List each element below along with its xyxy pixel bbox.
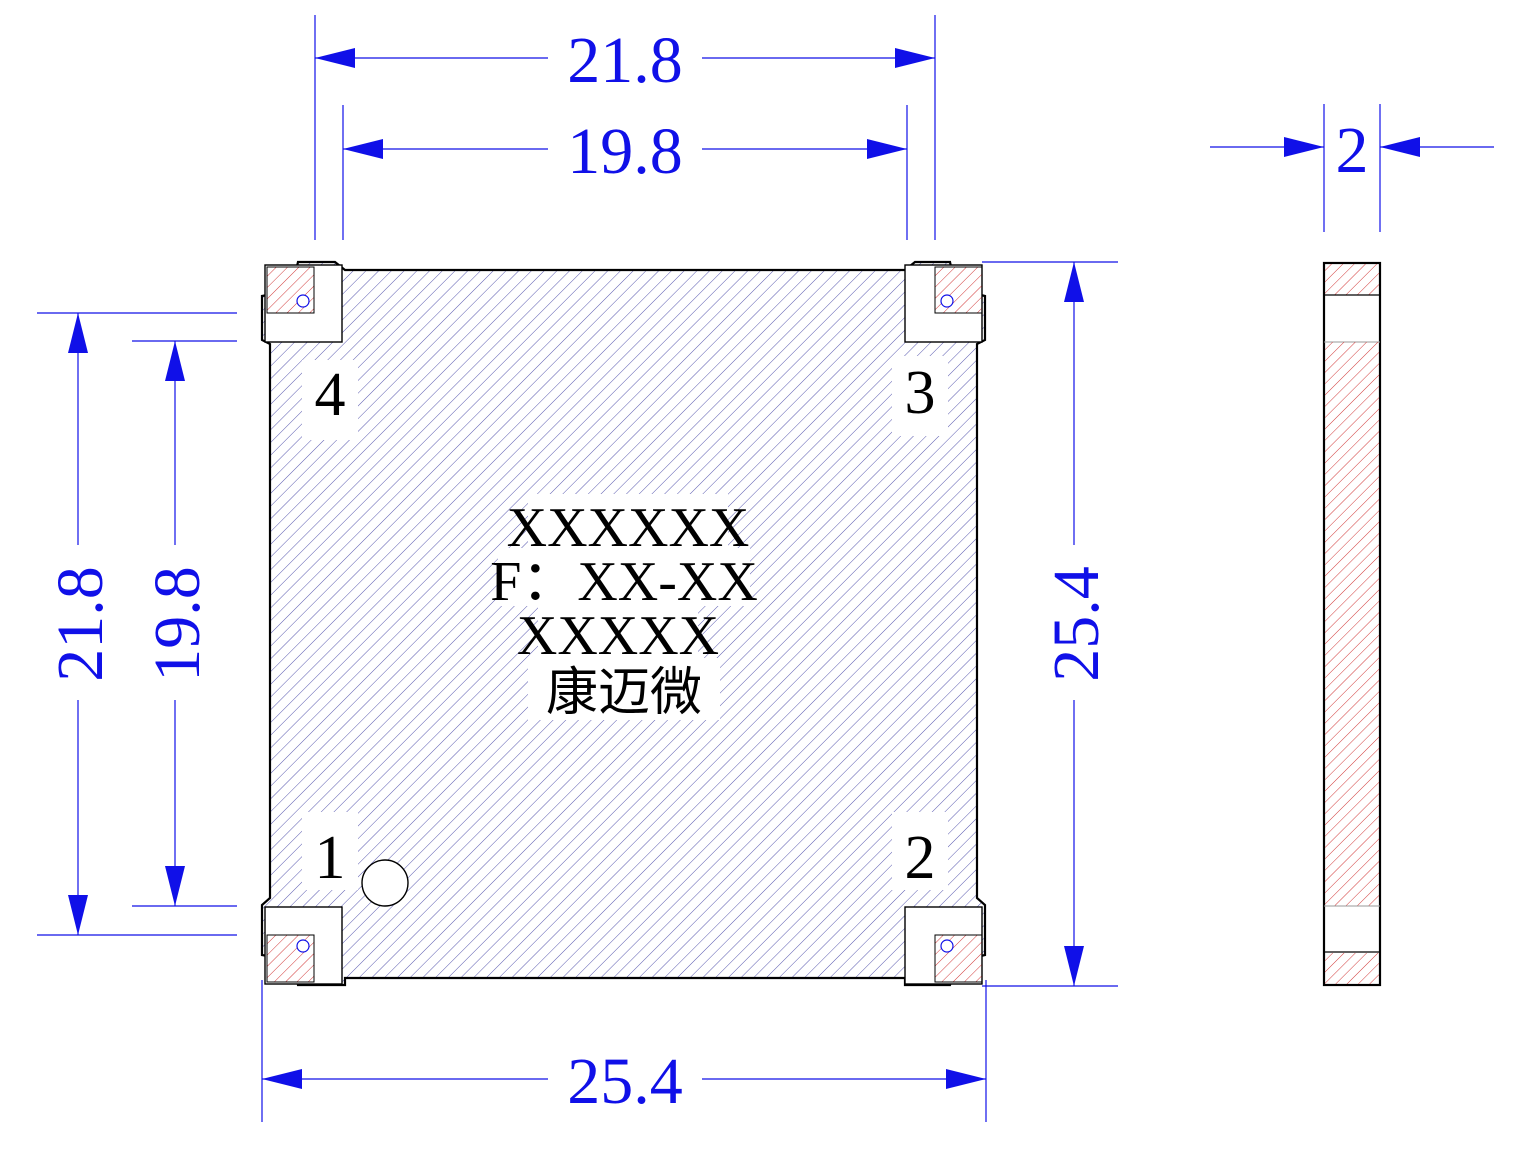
pin-label-1: 1 xyxy=(315,824,346,892)
dim-top-outer: 21.8 xyxy=(567,24,683,97)
dim-left-outer: 21.8 xyxy=(44,566,117,682)
side-view xyxy=(1322,261,1382,987)
pin-label-3: 3 xyxy=(905,359,936,427)
top-view: 4 3 1 2 XXXXXX F：XX-XX XXXXX 康迈微 xyxy=(260,260,987,987)
corner-pad-top-left xyxy=(264,264,343,343)
corner-pad-bottom-left xyxy=(264,906,343,985)
corner-pad-top-right xyxy=(904,264,983,343)
dim-top-inner: 19.8 xyxy=(567,115,683,188)
pin-label-2: 2 xyxy=(905,824,936,892)
dim-left-inner: 19.8 xyxy=(141,566,214,682)
marking-line2: F：XX-XX xyxy=(490,551,758,613)
dimension-lines xyxy=(37,15,1494,1122)
marking-line3: XXXXX xyxy=(517,605,719,667)
pin1-marker-circle xyxy=(361,859,409,907)
marking-line1: XXXXXX xyxy=(507,497,750,559)
corner-pad-bottom-right xyxy=(904,906,983,985)
dim-side-thickness: 2 xyxy=(1336,114,1369,187)
marking-line4: 康迈微 xyxy=(546,663,702,723)
dim-bottom-width: 25.4 xyxy=(567,1045,683,1118)
dim-right-height: 25.4 xyxy=(1040,566,1113,682)
pin-label-4: 4 xyxy=(315,361,346,429)
